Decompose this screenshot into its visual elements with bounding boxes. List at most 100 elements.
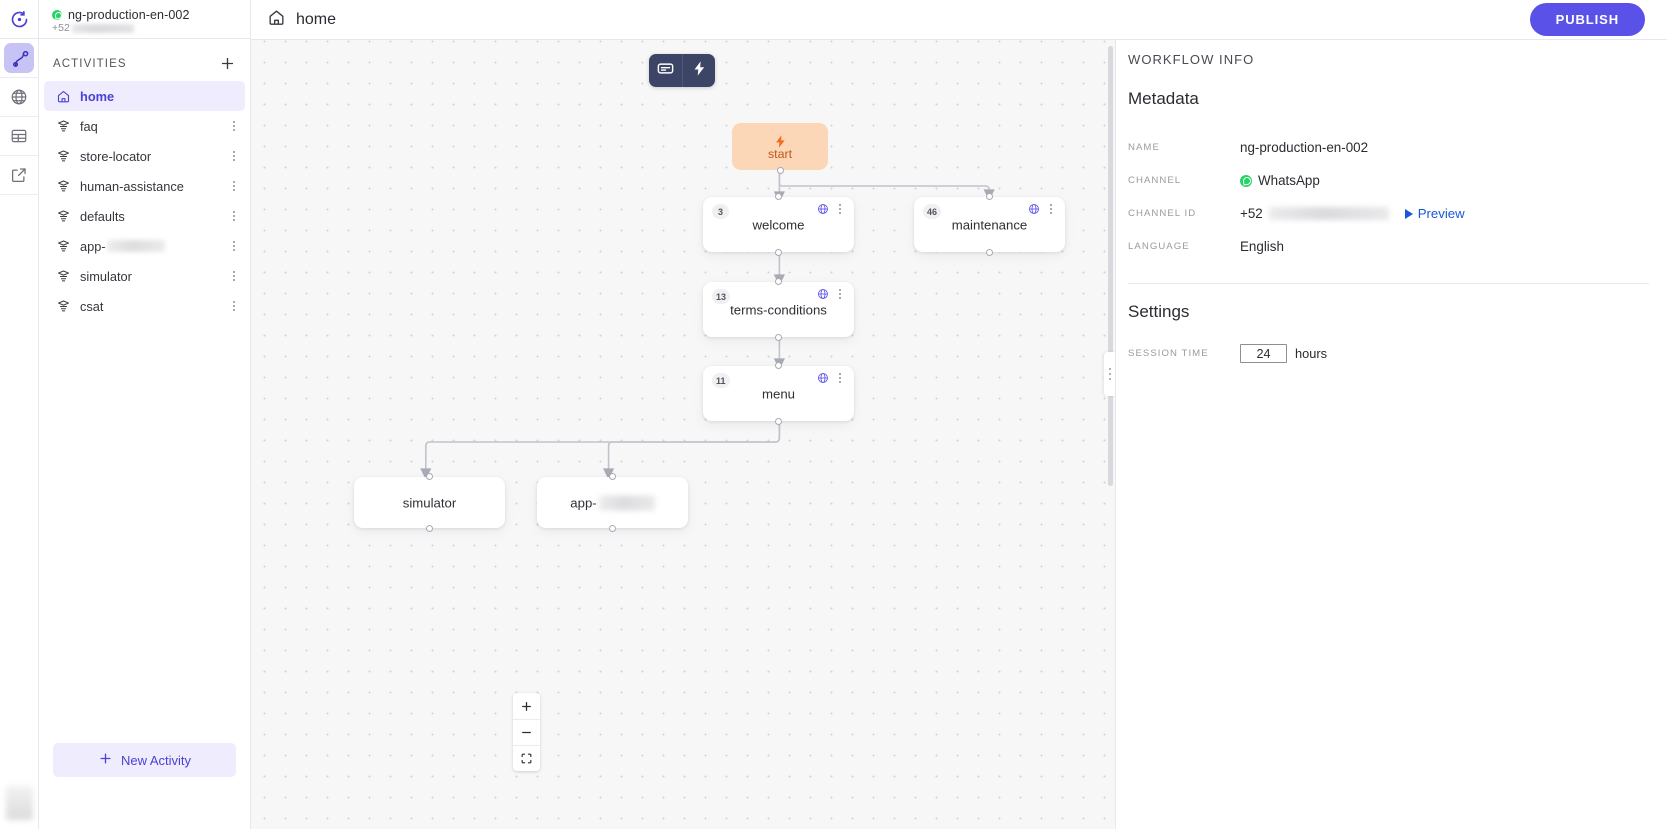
kebab-menu-icon[interactable] — [227, 120, 241, 132]
flow-node-start[interactable]: start — [732, 123, 828, 174]
globe-icon[interactable] — [1028, 203, 1040, 215]
node-port-in[interactable] — [775, 278, 782, 285]
activities-header: ACTIVITIES — [39, 39, 250, 81]
rail-item-open-external[interactable] — [0, 156, 39, 195]
node-port-in[interactable] — [775, 193, 782, 200]
sidebar-item-label: store-locator — [80, 148, 152, 164]
node-port-out[interactable] — [986, 249, 993, 256]
sidebar-item-label: csat — [80, 298, 104, 314]
breadcrumb-label: home — [296, 10, 337, 28]
globe-icon — [4, 82, 34, 112]
sidebar-item-faq[interactable]: faq — [44, 111, 245, 141]
preview-label: Preview — [1417, 206, 1465, 221]
sidebar-item-simulator[interactable]: simulator — [44, 261, 245, 291]
sidebar-item-home[interactable]: home — [44, 81, 245, 111]
session-time-input[interactable] — [1240, 344, 1287, 363]
kebab-menu-icon[interactable] — [227, 240, 241, 252]
node-port-in[interactable] — [986, 193, 993, 200]
node-port-out[interactable] — [609, 525, 616, 532]
flow-node-title: start — [767, 147, 793, 161]
activity-icon — [56, 119, 71, 134]
metadata-key: CHANNEL ID — [1128, 208, 1197, 219]
activity-icon — [56, 239, 71, 254]
metadata-value: English — [1240, 239, 1284, 254]
flow-node-title: welcome — [752, 217, 805, 232]
globe-icon[interactable] — [817, 203, 829, 215]
node-port-out[interactable] — [775, 249, 782, 256]
brand-logo-icon[interactable] — [0, 0, 39, 39]
new-activity-button[interactable]: New Activity — [53, 743, 236, 777]
redacted-text — [106, 240, 165, 252]
flow-node-title-wrap: maintenance — [914, 217, 1065, 232]
phone-prefix: +52 — [52, 22, 70, 34]
kebab-menu-icon[interactable] — [227, 150, 241, 162]
globe-icon[interactable] — [817, 372, 829, 384]
node-port-out[interactable] — [776, 167, 784, 174]
lightning-icon — [691, 60, 708, 82]
sidebar-item-human-assistance[interactable]: human-assistance — [44, 171, 245, 201]
metadata-value: ng-production-en-002 — [1240, 140, 1369, 155]
flow-node-app[interactable]: app- — [537, 473, 688, 539]
metadata-heading: Metadata — [1128, 89, 1199, 108]
add-message-node[interactable] — [649, 54, 682, 87]
redacted-text — [598, 495, 655, 510]
sidebar-item-defaults[interactable]: defaults — [44, 201, 245, 231]
rail-redacted-avatar — [5, 786, 33, 820]
node-port-in[interactable] — [609, 473, 616, 480]
sidebar-item-csat[interactable]: csat — [44, 291, 245, 321]
node-port-out[interactable] — [775, 334, 782, 341]
kebab-menu-icon[interactable] — [227, 210, 241, 222]
node-port-out[interactable] — [426, 525, 433, 532]
sidebar-item-store-locator[interactable]: store-locator — [44, 141, 245, 171]
kebab-menu-icon[interactable] — [833, 372, 847, 384]
kebab-menu-icon[interactable] — [1044, 203, 1058, 215]
preview-link[interactable]: Preview — [1404, 206, 1465, 221]
sidebar-item-label: home — [80, 88, 115, 104]
kebab-menu-icon[interactable] — [227, 180, 241, 192]
globe-icon[interactable] — [817, 288, 829, 300]
node-port-in[interactable] — [426, 473, 433, 480]
session-time-row: SESSION TIME hours — [1128, 344, 1667, 363]
redacted-text — [1268, 207, 1389, 220]
activity-icon — [56, 179, 71, 194]
flow-node-simulator[interactable]: simulator — [354, 473, 505, 539]
icon-rail — [0, 0, 39, 829]
breadcrumb: home — [267, 8, 336, 32]
sidebar-item-app[interactable]: app- — [44, 231, 245, 261]
canvas-scrollbar[interactable] — [1108, 46, 1113, 486]
kebab-menu-icon[interactable] — [833, 203, 847, 215]
rail-item-globalization[interactable] — [0, 78, 39, 117]
kebab-menu-icon[interactable] — [833, 288, 847, 300]
flow-node-title: simulator — [402, 495, 457, 510]
zoom-in-button[interactable] — [513, 693, 540, 719]
workflow-header: ng-production-en-002 +52 — [39, 0, 250, 39]
flow-edges — [420, 172, 995, 480]
sidebar-spacer — [39, 321, 250, 743]
publish-button[interactable]: PUBLISH — [1529, 3, 1645, 36]
metadata-value: WhatsApp — [1240, 173, 1320, 188]
zoom-out-button[interactable] — [513, 719, 540, 745]
kebab-menu-icon[interactable] — [227, 270, 241, 282]
node-port-in[interactable] — [775, 362, 782, 369]
add-activity-button[interactable] — [219, 55, 236, 72]
metadata-key: LANGUAGE — [1128, 241, 1190, 252]
fit-view-button[interactable] — [513, 745, 540, 771]
kebab-menu-icon[interactable] — [227, 300, 241, 312]
add-trigger-node[interactable] — [682, 54, 715, 87]
rail-item-flows[interactable] — [0, 39, 39, 78]
rail-item-data-tables[interactable] — [0, 117, 39, 156]
node-actions — [817, 372, 847, 384]
flow-node-title: maintenance — [951, 217, 1028, 232]
node-port-out[interactable] — [775, 418, 782, 425]
panel-resize-handle[interactable] — [1104, 352, 1115, 396]
